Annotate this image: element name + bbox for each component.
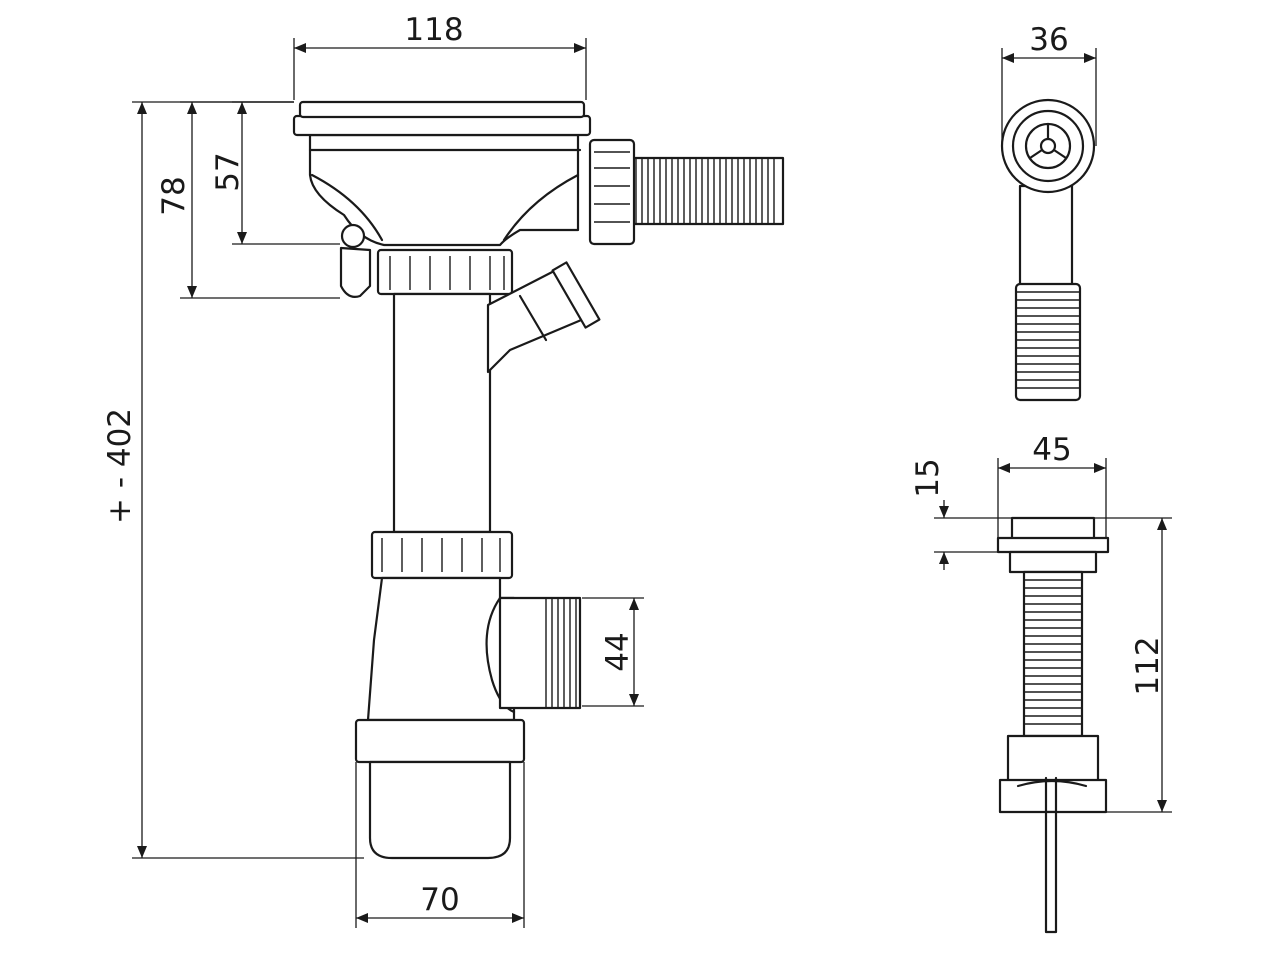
dim-bottom-width: 70 <box>355 762 525 928</box>
dim-waste-length: 112 <box>1094 517 1172 813</box>
dim-outlet-44: 44 <box>582 597 644 707</box>
dim-waste-cap-15: 15 <box>910 458 1012 570</box>
sink-bowl <box>308 133 580 247</box>
dim-height-78: 78 <box>156 101 340 299</box>
dim-strainer-width: 36 <box>1001 22 1097 146</box>
lower-nut <box>370 530 514 580</box>
strainer-drawing <box>1000 98 1096 402</box>
dim-waste-width-label: 45 <box>1032 432 1071 468</box>
dim-outlet-44-label: 44 <box>600 632 636 671</box>
dim-height-78-label: 78 <box>156 176 192 215</box>
dim-waste-cap-15-label: 15 <box>910 458 946 497</box>
dim-strainer-width-label: 36 <box>1029 22 1068 58</box>
trap-body <box>366 576 516 722</box>
bottom-collar <box>354 718 526 764</box>
overflow-nut <box>588 138 636 246</box>
dishwasher-branch <box>486 261 601 374</box>
dim-height-57: 57 <box>210 101 340 245</box>
bottom-cup <box>368 760 512 860</box>
outlet-thread <box>498 596 582 710</box>
dim-waste-length-label: 112 <box>1130 636 1166 695</box>
sink-rim <box>292 114 592 137</box>
bottle-trap-drawing <box>292 100 785 860</box>
upper-nut <box>376 248 514 296</box>
dim-overall-height: + - 402 <box>102 101 364 859</box>
small-knob <box>340 223 366 249</box>
dim-top-width-label: 118 <box>404 12 463 48</box>
dim-height-57-label: 57 <box>210 152 246 191</box>
vertical-pipe <box>392 292 492 534</box>
dim-top-width: 118 <box>293 12 587 100</box>
dim-overall-height-label: + - 402 <box>102 408 138 524</box>
overflow-hose <box>628 156 785 226</box>
dim-bottom-width-label: 70 <box>420 882 459 918</box>
waste-plug-drawing <box>996 516 1110 934</box>
dim-waste-width: 45 <box>997 432 1107 538</box>
